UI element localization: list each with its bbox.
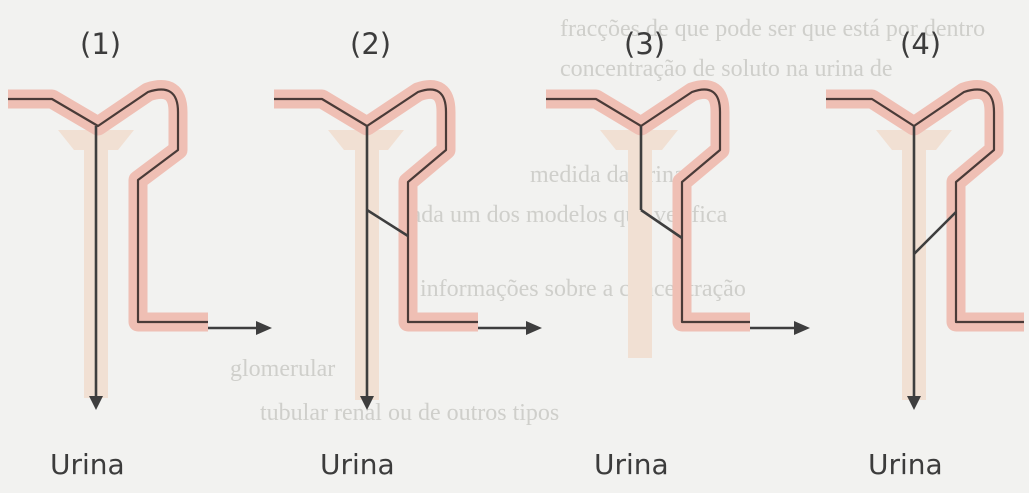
panel-number: (4) (900, 27, 941, 61)
svg-text:concentração de soluto na urin: concentração de soluto na urina de (560, 56, 893, 82)
flow-arrow-right (478, 321, 542, 335)
svg-text:medida da urina: medida da urina (530, 162, 685, 188)
flow-arrow-right (208, 321, 272, 335)
urine-label: Urina (50, 448, 125, 481)
urine-label: Urina (320, 448, 395, 481)
urine-label: Urina (868, 448, 943, 481)
svg-text:tubular renal ou de outros tip: tubular renal ou de outros tipos (260, 400, 559, 426)
panel-number: (2) (350, 27, 391, 61)
panel-1: (1) Urina (8, 27, 272, 481)
panel-number: (3) (624, 27, 665, 61)
panel-4: (4) Urina (826, 27, 1024, 481)
flow-arrow-right (750, 321, 810, 335)
urine-label: Urina (594, 448, 669, 481)
background-bleed-through: fracções de que pode ser que está por de… (230, 16, 985, 426)
svg-text:informações sobre a concentraç: informações sobre a concentração (420, 276, 746, 302)
svg-text:glomerular: glomerular (230, 356, 335, 382)
panel-3: (3) Urina (546, 27, 810, 481)
panel-number: (1) (80, 27, 121, 61)
